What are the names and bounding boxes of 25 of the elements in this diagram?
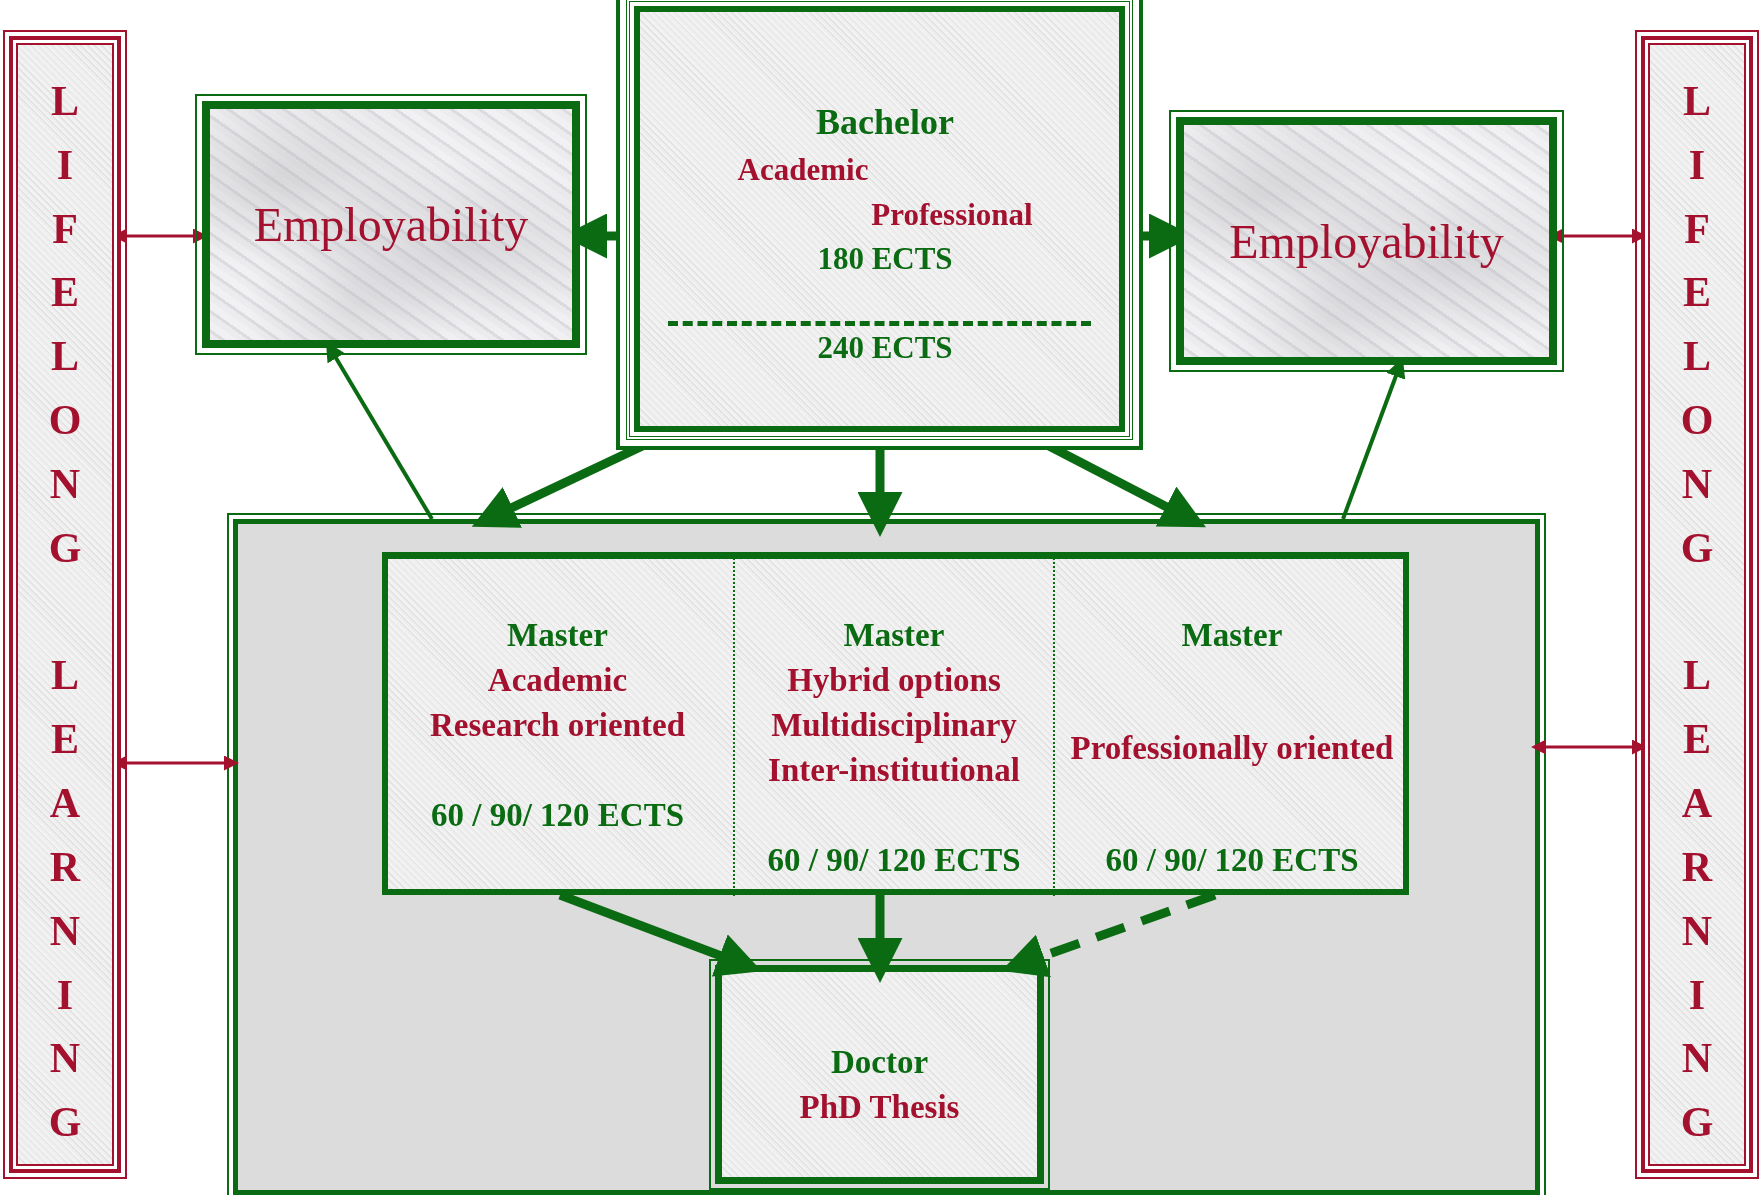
degree-label: 60 / 90/ 120 ECTS — [429, 796, 685, 836]
box-title: Doctor — [829, 1043, 930, 1083]
degree-label: Academic — [737, 152, 869, 188]
degree-label: 180 ECTS — [817, 241, 953, 277]
degree-box — [382, 552, 1409, 895]
degree-label: Professionally oriented — [1069, 729, 1395, 769]
degree-label: 60 / 90/ 120 ECTS — [766, 841, 1022, 881]
banner-text: LIFELONG LEARNING — [47, 77, 83, 1148]
banner-text: LIFELONG LEARNING — [1679, 77, 1715, 1148]
arrow — [857, 895, 903, 983]
box-title: Master — [506, 616, 609, 656]
degree-label: Multidisciplinary — [770, 706, 1018, 746]
degree-label: Inter-institutional — [767, 751, 1021, 791]
box-title: Master — [1180, 616, 1284, 656]
degree-label: Hybrid options — [786, 661, 1002, 701]
box-title: Employability — [253, 197, 529, 252]
box-title: Employability — [1229, 213, 1504, 269]
degree-label: Academic — [486, 661, 629, 701]
degree-label: Research oriented — [428, 706, 687, 746]
box-title: Bachelor — [816, 101, 954, 143]
degree-label: Professional — [871, 197, 1033, 233]
degree-label: 60 / 90/ 120 ECTS — [1104, 841, 1360, 881]
box-title: Master — [842, 616, 946, 656]
degree-label: PhD Thesis — [798, 1088, 961, 1128]
degree-label: 240 ECTS — [817, 330, 953, 366]
